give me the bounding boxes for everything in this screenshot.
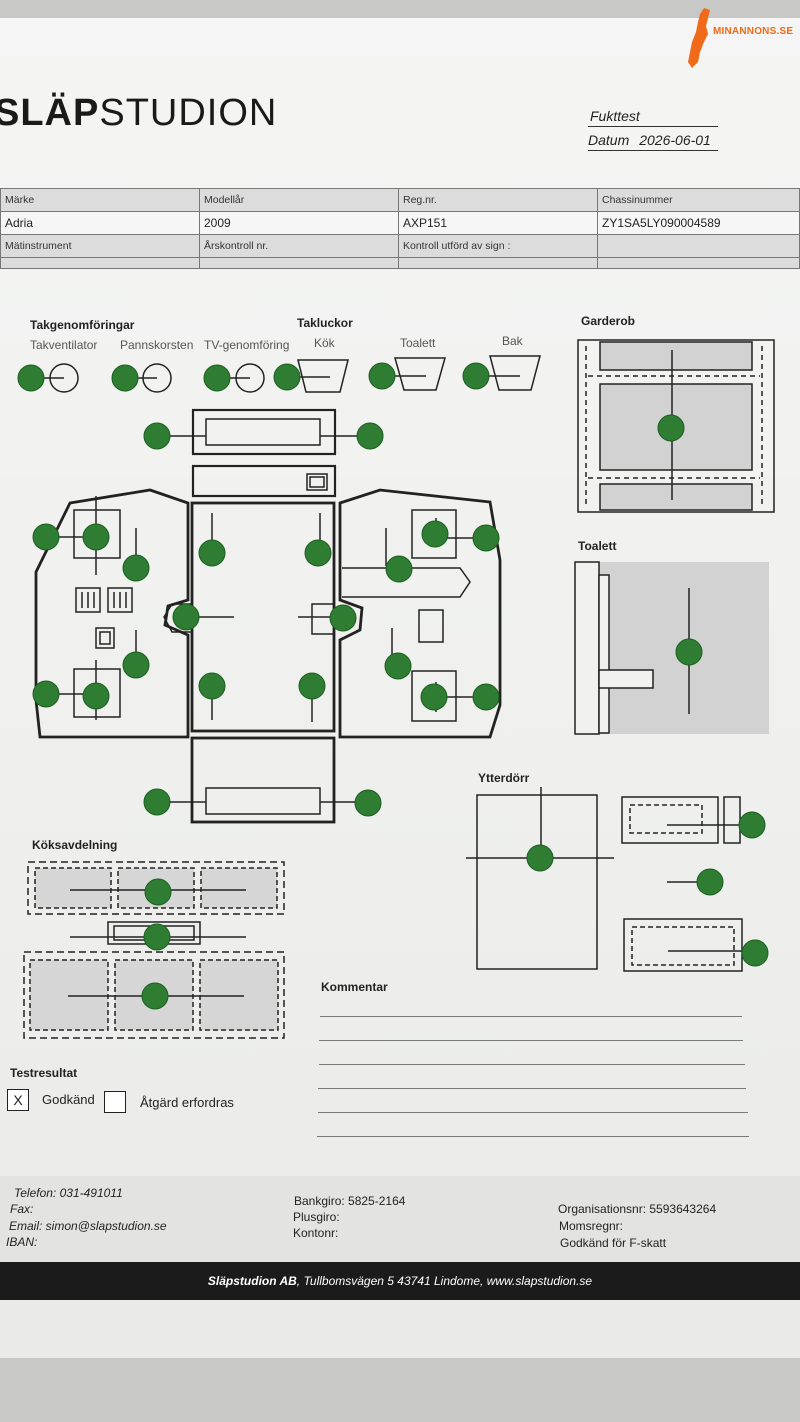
footer-telefon: Telefon: 031-491011 xyxy=(14,1186,123,1200)
empty-cell xyxy=(597,257,800,269)
footer-fskatt: Godkänd för F-skatt xyxy=(560,1236,667,1250)
footer-orgnr: Organisationsnr: 5593643264 xyxy=(558,1202,717,1216)
footer-fax: Fax: xyxy=(10,1202,34,1216)
comment-line[interactable] xyxy=(319,1064,745,1065)
approved-checkbox[interactable]: X xyxy=(7,1089,29,1111)
document-title: Fukttest xyxy=(590,108,640,124)
comment-line[interactable] xyxy=(318,1088,746,1089)
value-regnr: AXP151 xyxy=(398,211,598,235)
heading-testresultat: Testresultat xyxy=(10,1066,78,1080)
action-required-label: Åtgärd erfordras xyxy=(140,1095,234,1110)
date-underline xyxy=(588,150,718,151)
date-value: 2026-06-01 xyxy=(639,132,711,148)
footer-address: Släpstudion AB, Tullbomsvägen 5 43741 Li… xyxy=(207,1274,593,1288)
label-modellar: Modellår xyxy=(199,188,399,212)
footer-email: Email: simon@slapstudion.se xyxy=(9,1219,167,1233)
label-tv-genomforing: TV-genomföring xyxy=(204,338,290,352)
label-takventilator: Takventilator xyxy=(30,338,98,352)
empty-cell xyxy=(0,257,200,269)
footer-bankgiro: Bankgiro: 5825-2164 xyxy=(294,1194,406,1208)
empty-cell xyxy=(398,257,598,269)
watermark-text: MINANNONS.SE xyxy=(713,26,794,37)
footer-kontonr: Kontonr: xyxy=(293,1226,339,1240)
action-required-checkbox[interactable] xyxy=(104,1091,126,1113)
heading-kommentar: Kommentar xyxy=(321,980,388,994)
label-chassinummer: Chassinummer xyxy=(597,188,800,212)
comment-line[interactable] xyxy=(318,1112,748,1113)
sweden-map-icon xyxy=(688,8,710,68)
footer-plusgiro: Plusgiro: xyxy=(293,1210,340,1224)
value-chassinummer: ZY1SA5LY090004589 xyxy=(597,211,800,235)
heading-toalett: Toalett xyxy=(578,539,617,553)
company-logo: SLÄPSTUDION xyxy=(0,92,278,134)
footer-iban: IBAN: xyxy=(6,1235,38,1249)
comment-line[interactable] xyxy=(320,1016,742,1017)
label-pannskorsten: Pannskorsten xyxy=(120,338,194,352)
approved-label: Godkänd xyxy=(42,1092,95,1107)
heading-takluckor: Takluckor xyxy=(297,316,353,330)
label-toalett-lucka: Toalett xyxy=(400,336,436,350)
heading-garderob: Garderob xyxy=(581,314,636,328)
footer-momsregnr: Momsregnr: xyxy=(559,1219,624,1233)
footer-bar: Släpstudion AB, Tullbomsvägen 5 43741 Li… xyxy=(0,1262,800,1300)
comment-line[interactable] xyxy=(319,1040,743,1041)
comment-line[interactable] xyxy=(317,1136,749,1137)
vehicle-info-table: Märke Modellår Reg.nr. Chassinummer Adri… xyxy=(0,188,800,269)
label-arskontroll: Årskontroll nr. xyxy=(199,234,399,258)
footer-area xyxy=(0,1176,800,1262)
label-bak: Bak xyxy=(502,334,523,348)
title-underline xyxy=(588,126,718,127)
heading-takgenomforingar: Takgenomföringar xyxy=(30,318,135,332)
value-kontroll-sign xyxy=(597,234,800,258)
label-matinstrument: Mätinstrument xyxy=(0,234,200,258)
label-kok: Kök xyxy=(314,336,335,350)
heading-ytterdorr: Ytterdörr xyxy=(478,771,530,785)
heading-koksavdelning: Köksavdelning xyxy=(32,838,118,852)
label-regnr: Reg.nr. xyxy=(398,188,598,212)
